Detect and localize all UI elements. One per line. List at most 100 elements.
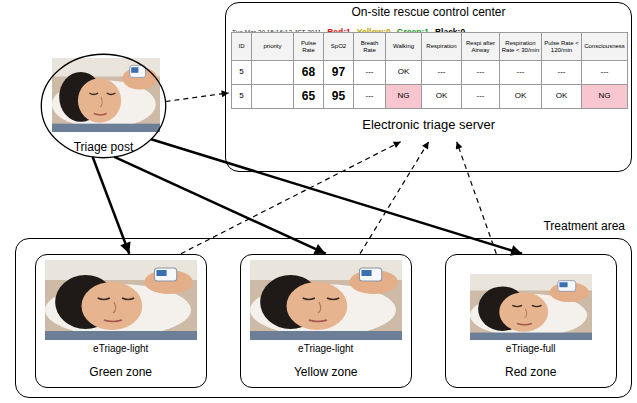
node-label: Electronic triage server: [362, 118, 495, 133]
table-value: ---: [477, 92, 485, 101]
node-label: Triage post: [74, 141, 134, 155]
table-cell: Pulse Rate: [294, 33, 324, 61]
table-value: 97: [332, 66, 345, 79]
ellipse-outline: [41, 54, 165, 157]
table-value: 68: [302, 66, 315, 79]
table-cell: ID: [232, 33, 252, 61]
column-header: Walking: [393, 43, 414, 50]
node-label: Treatment area: [543, 220, 625, 234]
triage-table: ID priority Pulse Rate SpO2 Breath Rate Walki…: [231, 32, 628, 109]
table-value: OK: [556, 92, 568, 101]
device-label: eTriage-light: [295, 343, 356, 355]
triage-server: Electronic triage server: [229, 20, 629, 142]
column-header: priority: [263, 43, 281, 50]
column-header: Respi after Airway: [463, 40, 498, 53]
ellipse-outline: [40, 53, 167, 159]
table-cell: 97: [324, 61, 354, 85]
table-cell: NG: [386, 85, 422, 109]
table-cell: 5: [232, 85, 252, 109]
patient-flow-arrow: [93, 157, 130, 254]
priority-cell: [252, 85, 294, 109]
table-row: 5 65 95 --- NG OK --- OK OK NG: [232, 85, 628, 109]
patient-photo: [52, 58, 160, 132]
table-value: 65: [302, 90, 315, 103]
treatment-area: Treatment areaeTriage-lightGreen zoneeTr…: [15, 238, 632, 398]
table-cell: 95: [324, 85, 354, 109]
status-line: Tue Mar 29 15:16:12 JST 2011 Red:1 Yellow:…: [232, 21, 471, 39]
table-cell: OK: [542, 85, 582, 109]
table-value: ---: [558, 68, 566, 77]
node-label: Green zone: [89, 366, 152, 380]
triage-post: Triage post: [40, 53, 167, 159]
table-cell: Respiration Rate < 30/min: [500, 33, 542, 61]
count-label: Black:0: [435, 27, 465, 37]
table-cell: Respiration: [422, 33, 462, 61]
table-value: OK: [398, 68, 410, 77]
table-value: 5: [239, 92, 243, 101]
table-cell: ---: [422, 61, 462, 85]
count-label: Red:1: [327, 27, 351, 37]
node-label: Red zone: [505, 366, 556, 380]
data-link-arrow: [360, 142, 429, 254]
column-header: ID: [239, 43, 245, 50]
table-cell: 65: [294, 85, 324, 109]
table-cell: ---: [354, 85, 386, 109]
patient-flow-arrow: [114, 157, 325, 254]
table-cell: ---: [354, 61, 386, 85]
timestamp: Tue Mar 29 15:16:12 JST 2011: [232, 29, 321, 36]
table-cell: Breath Rate: [354, 33, 386, 61]
table-cell: OK: [386, 61, 422, 85]
column-header: Consciousness: [584, 43, 625, 50]
column-header: Respiration Rate < 30/min: [501, 40, 540, 53]
column-header: Breath Rate: [355, 40, 384, 53]
table-cell: 5: [232, 61, 252, 85]
column-header: Pulse Rate: [295, 40, 322, 53]
table-value: OK: [436, 92, 448, 101]
column-header: Pulse Rate < 120/min: [543, 40, 580, 53]
table-value: ---: [517, 68, 525, 77]
table-value: ---: [366, 92, 374, 101]
table-value: 95: [332, 90, 345, 103]
table-cell: ---: [462, 85, 500, 109]
table-cell: Respi after Airway: [462, 33, 500, 61]
count-label: Yellow:0: [357, 27, 391, 37]
table-cell: NG: [582, 85, 628, 109]
table-cell: Walking: [386, 33, 422, 61]
data-link-arrow: [457, 142, 497, 254]
count-label: Green:1: [397, 27, 429, 37]
table-cell: priority: [252, 33, 294, 61]
zone-box: eTriage-lightYellow zone: [240, 254, 412, 388]
table-cell: OK: [500, 85, 542, 109]
column-header: Respiration: [426, 43, 456, 50]
device-label: eTriage-light: [90, 343, 151, 355]
control-center: On-site rescue control centerElectronic …: [225, 2, 632, 172]
table-value: ---: [438, 68, 446, 77]
table-cell: Consciousness: [582, 33, 628, 61]
table-cell: OK: [422, 85, 462, 109]
zone-box: eTriage-fullRed zone: [445, 254, 617, 388]
table-value: ---: [477, 68, 485, 77]
table-value: NG: [398, 92, 410, 101]
table-cell: 68: [294, 61, 324, 85]
data-link-arrow: [165, 93, 228, 102]
table-value: OK: [515, 92, 527, 101]
table-value: NG: [599, 92, 611, 101]
device-label: eTriage-full: [503, 343, 559, 355]
zone-box: eTriage-lightGreen zone: [35, 254, 207, 388]
table-value: ---: [366, 68, 374, 77]
data-link-arrow: [181, 142, 401, 254]
table-cell: ---: [462, 61, 500, 85]
node-label: On-site rescue control center: [351, 6, 505, 20]
patient-photo: [250, 260, 402, 340]
table-cell: SpO2: [324, 33, 354, 61]
node-label: Yellow zone: [294, 366, 358, 380]
table-cell: ---: [500, 61, 542, 85]
table-cell: ---: [542, 61, 582, 85]
priority-cell: [252, 61, 294, 85]
table-value: ---: [601, 68, 609, 77]
column-header: SpO2: [331, 43, 346, 50]
table-value: 5: [239, 68, 243, 77]
patient-photo: [45, 260, 197, 340]
